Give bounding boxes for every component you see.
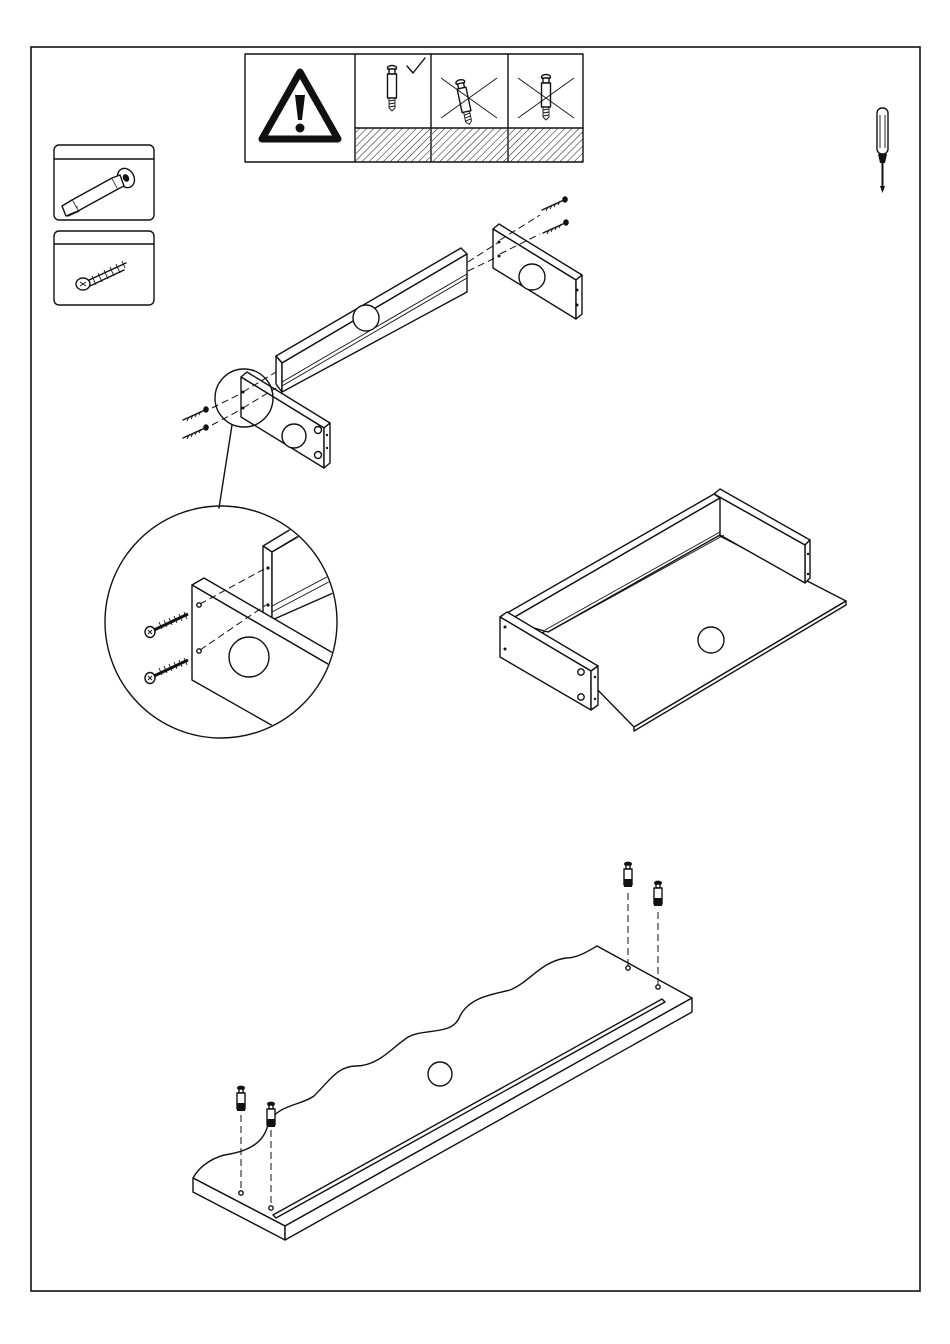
hardware-item-cam-dowel (54, 145, 154, 220)
cam-dowel-icon (237, 1086, 245, 1111)
part-badge (428, 1062, 452, 1086)
cam-dowel-correct-icon (356, 58, 430, 162)
cam-dowel-icon (654, 881, 662, 906)
right-side-panel (493, 224, 582, 319)
screw-icon (145, 612, 188, 638)
step-base-panel-dowels (193, 862, 692, 1240)
step-assembled-box (500, 489, 846, 731)
screw-icon (542, 196, 568, 211)
check-mark-icon (407, 58, 425, 73)
screw-icon (183, 406, 209, 421)
cross-mark-icon (441, 78, 497, 118)
screw-icon (183, 424, 209, 439)
cam-dowel-icon (62, 165, 138, 216)
cam-dowel-icon (267, 1102, 275, 1127)
part-badge (282, 424, 306, 448)
step-detail-view (105, 506, 345, 760)
step-frame-assembly (183, 196, 582, 508)
part-badge (229, 637, 269, 677)
wood-screw-icon (76, 261, 126, 290)
screw-icon (543, 219, 569, 234)
hardware-item-screw (54, 231, 154, 305)
hardware-list (54, 145, 154, 305)
cam-dowel-tilted-wrong-icon (432, 78, 507, 162)
part-badge (353, 305, 379, 331)
back-panel (276, 248, 467, 392)
warning-triangle-icon (262, 72, 338, 139)
part-badge (519, 264, 545, 290)
phillips-screwdriver-icon (877, 108, 888, 193)
cam-dowel-loose-wrong-icon (509, 75, 583, 163)
screw-icon (145, 658, 188, 684)
warning-panel (245, 54, 583, 162)
part-badge (698, 627, 724, 653)
cam-dowel-icon (624, 862, 632, 887)
